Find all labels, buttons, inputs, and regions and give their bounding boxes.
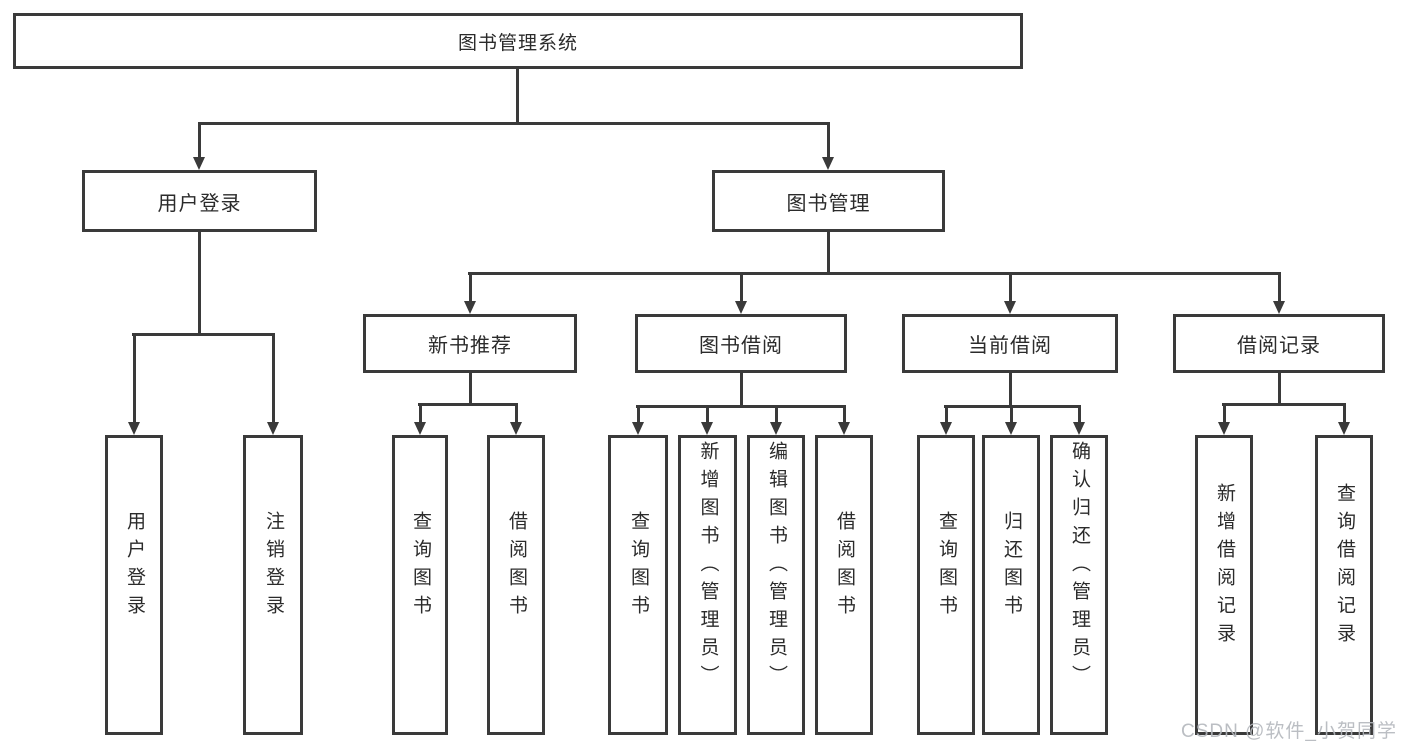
arrowhead-down-icon [193, 122, 205, 170]
node-new-book-recommendation: 新书推荐 [363, 314, 577, 373]
arrowhead-down-icon [266, 333, 279, 435]
leaf-label: 确认归还（管理员） [1068, 441, 1090, 693]
connector-line [132, 333, 275, 336]
leaf-query-books-borrowing: 查询图书 [608, 435, 668, 735]
leaf-query-books-current: 查询图书 [917, 435, 975, 735]
arrowhead-down-icon [821, 122, 834, 170]
connector-line [827, 232, 830, 275]
leaf-label: 查询图书 [935, 511, 957, 623]
node-book-management: 图书管理 [712, 170, 945, 232]
leaf-label: 新增图书（管理员） [697, 441, 719, 693]
node-user-login: 用户登录 [82, 170, 317, 232]
connector-line [468, 272, 1281, 275]
node-label: 图书借阅 [699, 335, 783, 357]
arrowhead-down-icon [837, 405, 850, 435]
node-borrowing-records: 借阅记录 [1173, 314, 1385, 373]
node-label: 新书推荐 [428, 335, 512, 357]
arrowhead-down-icon [734, 272, 747, 314]
leaf-return-books: 归还图书 [982, 435, 1040, 735]
leaf-add-borrow-record: 新增借阅记录 [1195, 435, 1253, 735]
arrowhead-down-icon [1072, 405, 1085, 435]
node-library-management-system: 图书管理系统 [13, 13, 1023, 69]
leaf-user-login: 用户登录 [105, 435, 163, 735]
node-label: 当前借阅 [968, 335, 1052, 357]
node-current-borrowing: 当前借阅 [902, 314, 1118, 373]
arrowhead-down-icon [1003, 272, 1016, 314]
connector-line [1008, 373, 1012, 408]
leaf-borrow-books: 借阅图书 [815, 435, 873, 735]
leaf-logout: 注销登录 [243, 435, 303, 735]
connector-line [515, 69, 519, 125]
leaf-add-books-admin: 新增图书（管理员） [678, 435, 737, 735]
leaf-label: 编辑图书（管理员） [765, 441, 787, 693]
connector-line [468, 373, 472, 406]
leaf-label: 归还图书 [1000, 511, 1022, 623]
arrowhead-down-icon [1272, 272, 1285, 314]
leaf-label: 查询借阅记录 [1333, 483, 1355, 651]
arrowhead-down-icon [1004, 405, 1017, 435]
leaf-edit-books-admin: 编辑图书（管理员） [747, 435, 805, 735]
connector-line [1222, 403, 1345, 406]
node-label: 用户登录 [157, 192, 242, 215]
leaf-label: 借阅图书 [833, 511, 855, 623]
leaf-label: 注销登录 [262, 511, 284, 623]
leaf-label: 用户登录 [123, 511, 145, 623]
node-label: 图书管理 [786, 192, 871, 215]
connector-line [1277, 373, 1281, 406]
arrowhead-down-icon [631, 405, 644, 435]
arrowhead-down-icon [463, 272, 476, 314]
connector-line [739, 373, 743, 408]
node-label: 图书管理系统 [457, 32, 578, 54]
arrowhead-down-icon [939, 405, 952, 435]
node-book-borrowing: 图书借阅 [635, 314, 847, 373]
arrowhead-down-icon [1337, 403, 1350, 435]
leaf-borrow-books-recommend: 借阅图书 [487, 435, 545, 735]
arrowhead-down-icon [769, 405, 782, 435]
connector-line [198, 232, 201, 336]
csdn-watermark: CSDN @软件_小贺同学 [1181, 721, 1397, 742]
arrowhead-down-icon [509, 403, 522, 435]
arrowhead-down-icon [1217, 403, 1230, 435]
arrowhead-down-icon [701, 405, 713, 435]
connector-line [198, 122, 830, 125]
leaf-confirm-return-admin: 确认归还（管理员） [1050, 435, 1108, 735]
leaf-label: 新增借阅记录 [1213, 483, 1235, 651]
arrowhead-down-icon [127, 333, 140, 435]
connector-line [636, 405, 845, 408]
connector-line [418, 403, 517, 406]
arrowhead-down-icon [413, 403, 426, 435]
leaf-query-borrow-record: 查询借阅记录 [1315, 435, 1373, 735]
leaf-label: 查询图书 [627, 511, 649, 623]
leaf-label: 查询图书 [409, 511, 431, 623]
leaf-label: 借阅图书 [505, 511, 527, 623]
leaf-query-books-recommend: 查询图书 [392, 435, 448, 735]
node-label: 借阅记录 [1237, 335, 1321, 357]
